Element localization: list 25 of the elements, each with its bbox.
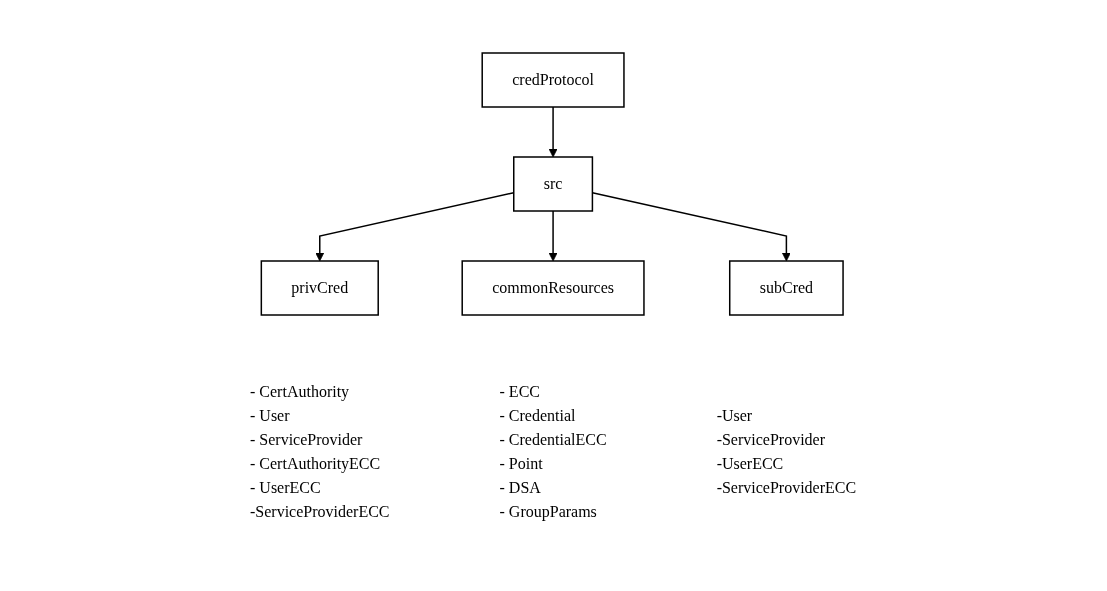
node-label: -ServiceProvider	[717, 430, 826, 448]
node-label: - CertAuthority	[250, 382, 350, 400]
node-label: -ServiceProviderECC	[717, 478, 857, 496]
node-box: subCred	[729, 259, 845, 316]
node-box: commonResources	[461, 259, 646, 316]
node-label: - DSA	[499, 478, 542, 496]
arrow	[549, 105, 558, 157]
node-label: - UserECC	[250, 478, 322, 496]
node-label: -ServiceProviderECC	[250, 502, 390, 520]
node-box: src	[513, 155, 594, 212]
node-label: - Point	[499, 454, 544, 472]
node-label: - User	[250, 406, 290, 424]
node-label: - ServiceProvider	[250, 430, 363, 448]
arrow	[315, 191, 515, 261]
node-label: - CredentialECC	[499, 430, 608, 448]
node-label: - Credential	[499, 406, 576, 424]
node-label: -UserECC	[717, 454, 784, 472]
node-box: privCred	[261, 259, 380, 316]
arrow	[592, 191, 792, 261]
node-label: -User	[717, 406, 753, 424]
node-box: credProtocol	[481, 51, 626, 108]
node-label: - ECC	[499, 382, 541, 400]
node-label: - CertAuthorityECC	[250, 454, 381, 472]
arrow	[549, 209, 558, 261]
node-label: - GroupParams	[499, 502, 598, 520]
